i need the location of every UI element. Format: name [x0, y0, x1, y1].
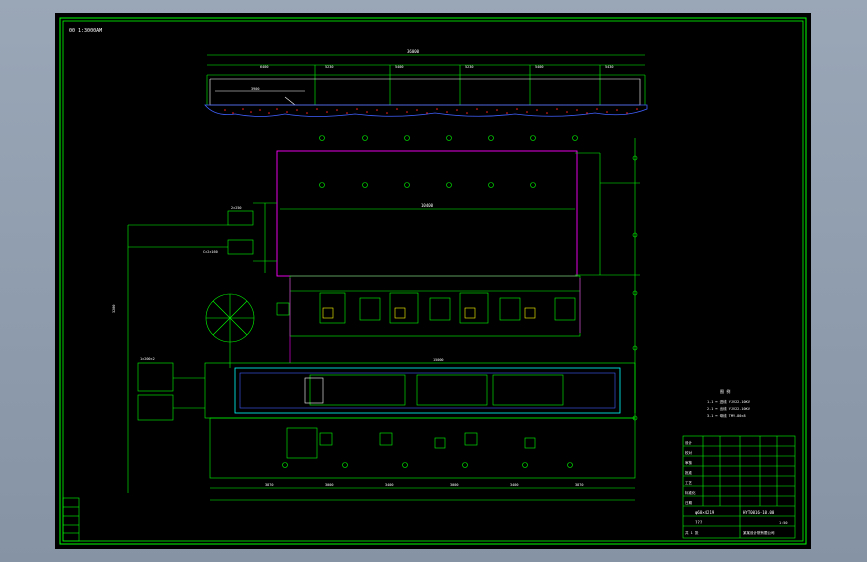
outer-border	[59, 17, 807, 545]
left-dim-1: 3200	[112, 305, 116, 313]
tb-row-5: 工艺	[685, 480, 693, 485]
bottom-dim-5: 3400	[510, 483, 518, 487]
equip-label-1: 2×250	[231, 206, 242, 210]
bottom-dim-4: 3000	[450, 483, 458, 487]
bottom-dim-3: 3400	[385, 483, 393, 487]
legend-item-2: 2-1 ━ 出线 YJV22-10KV	[707, 406, 751, 411]
inner-border	[62, 20, 804, 542]
elev-dim-3: 5400	[395, 65, 403, 69]
left-strip	[62, 497, 80, 542]
legend-title: 图 例	[720, 388, 730, 394]
tb-title: φ68×4219	[695, 510, 715, 515]
elev-dim-5: 5400	[535, 65, 543, 69]
tb-scale: 1:50	[779, 521, 787, 525]
tb-row-3: 审核	[685, 460, 693, 465]
bottom-dim-6: 3870	[575, 483, 583, 487]
svg-text:3900: 3900	[251, 87, 259, 91]
left-equipment	[127, 202, 277, 493]
bottom-equipment	[209, 417, 636, 501]
interior-markers	[319, 182, 536, 188]
legend: 图 例 1-1 ━ 进线 YJV22-10KV 2-1 ━ 出线 YJV22-1…	[707, 388, 751, 418]
equip-label-3: 1×200×2	[140, 357, 155, 361]
tb-drawing-no: HYT0016-10.00	[743, 510, 775, 515]
bottom-markers	[282, 462, 573, 468]
elev-dim-4: 5230	[465, 65, 473, 69]
machine-row	[276, 275, 581, 337]
title-block	[682, 435, 796, 539]
tb-row-4: 批准	[685, 470, 693, 475]
plan-width-dim: 10400	[421, 203, 434, 208]
main-line	[204, 362, 636, 419]
bottom-dim-2: 3000	[325, 483, 333, 487]
view-label: 00 1:3000AM	[69, 28, 102, 34]
drawing-sheet[interactable]: 00 1:3000AM 36000 6400 5230 5400 5230 54…	[55, 13, 811, 549]
elev-dim-2: 5230	[325, 65, 333, 69]
bottom-dim-1: 3870	[265, 483, 273, 487]
tb-row-2: 校对	[685, 450, 693, 455]
equip-label-2: C×2×160	[203, 250, 218, 254]
cad-drawing: 00 1:3000AM 36000 6400 5230 5400 5230 54…	[59, 17, 807, 545]
tb-row-7: 日期	[685, 500, 693, 505]
tb-subtitle: ???	[695, 520, 703, 525]
dim-middle: 15000	[433, 358, 444, 362]
legend-item-3: 3-1 ━ 母线 TMY-80×8	[707, 413, 746, 418]
tb-company: 某某设计院有限公司	[743, 530, 775, 535]
elev-dim-6: 5430	[605, 65, 613, 69]
elev-total-dim: 36000	[407, 49, 420, 54]
building-outline	[276, 150, 578, 277]
elev-dim-1: 6400	[260, 65, 268, 69]
column-markers	[319, 135, 578, 141]
elevation-view: 36000 6400 5230 5400 5230 5400 5430 3900	[204, 49, 648, 117]
tb-row-1: 设计	[685, 440, 693, 445]
tb-row-6: 标准化	[685, 490, 696, 495]
tb-sheet: 共 1 张	[685, 530, 699, 535]
legend-item-1: 1-1 ━ 进线 YJV22-10KV	[707, 399, 751, 404]
